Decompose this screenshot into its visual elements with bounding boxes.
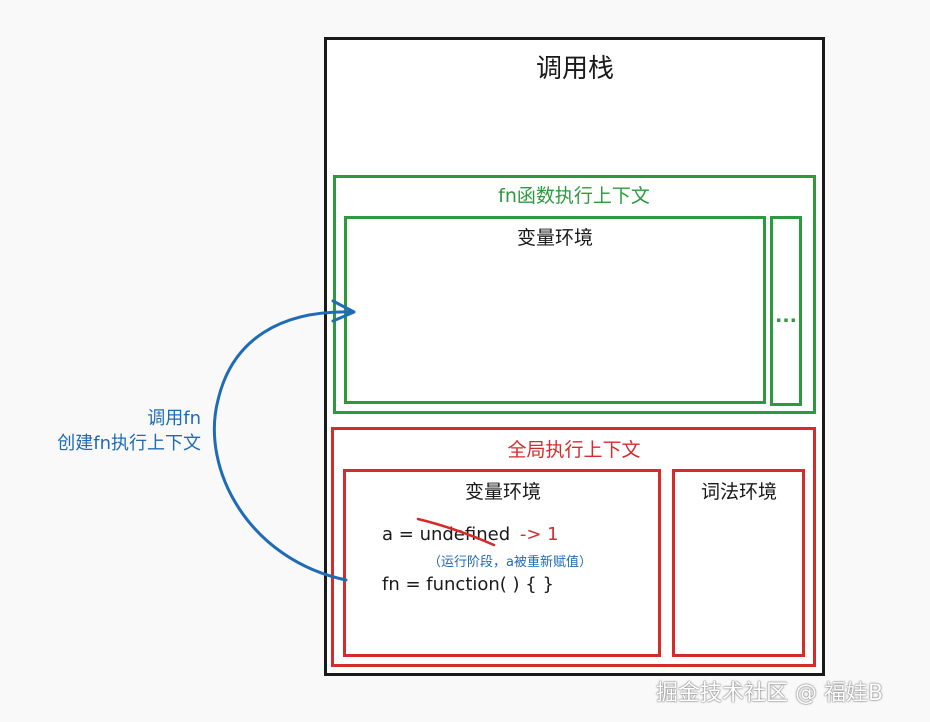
call-stack-box <box>324 37 825 676</box>
code-a-new-value: -> 1 <box>519 524 559 545</box>
call-arrow <box>212 310 354 582</box>
fn-other-environment-box <box>770 216 802 406</box>
code-line-fn: fn = function( ) { } <box>382 574 554 595</box>
global-variable-environment-box <box>343 469 661 657</box>
global-lexical-environment-box <box>672 469 805 657</box>
fn-execution-context-box <box>333 175 816 414</box>
fn-variable-environment-title: 变量环境 <box>516 227 594 249</box>
strikethrough-line <box>416 517 496 547</box>
arrow-label-line1: 调用fn <box>147 408 201 429</box>
global-execution-context-box <box>331 427 816 667</box>
global-variable-environment-title: 变量环境 <box>464 481 542 503</box>
reassign-note: （运行阶段，a被重新赋值） <box>428 555 592 570</box>
global-lexical-environment-title: 词法环境 <box>700 481 778 503</box>
watermark: 掘金技术社区 @ 福娃B <box>656 681 884 706</box>
call-stack-title: 调用栈 <box>535 54 615 84</box>
arrow-label-line2: 创建fn执行上下文 <box>57 433 201 454</box>
code-a-prefix: a = <box>382 524 420 545</box>
fn-execution-context-title: fn函数执行上下文 <box>498 185 650 207</box>
call-arrow-head <box>331 299 356 323</box>
global-execution-context-title: 全局执行上下文 <box>507 439 641 461</box>
fn-variable-environment-box <box>344 216 766 404</box>
fn-ellipsis: ... <box>775 305 797 327</box>
